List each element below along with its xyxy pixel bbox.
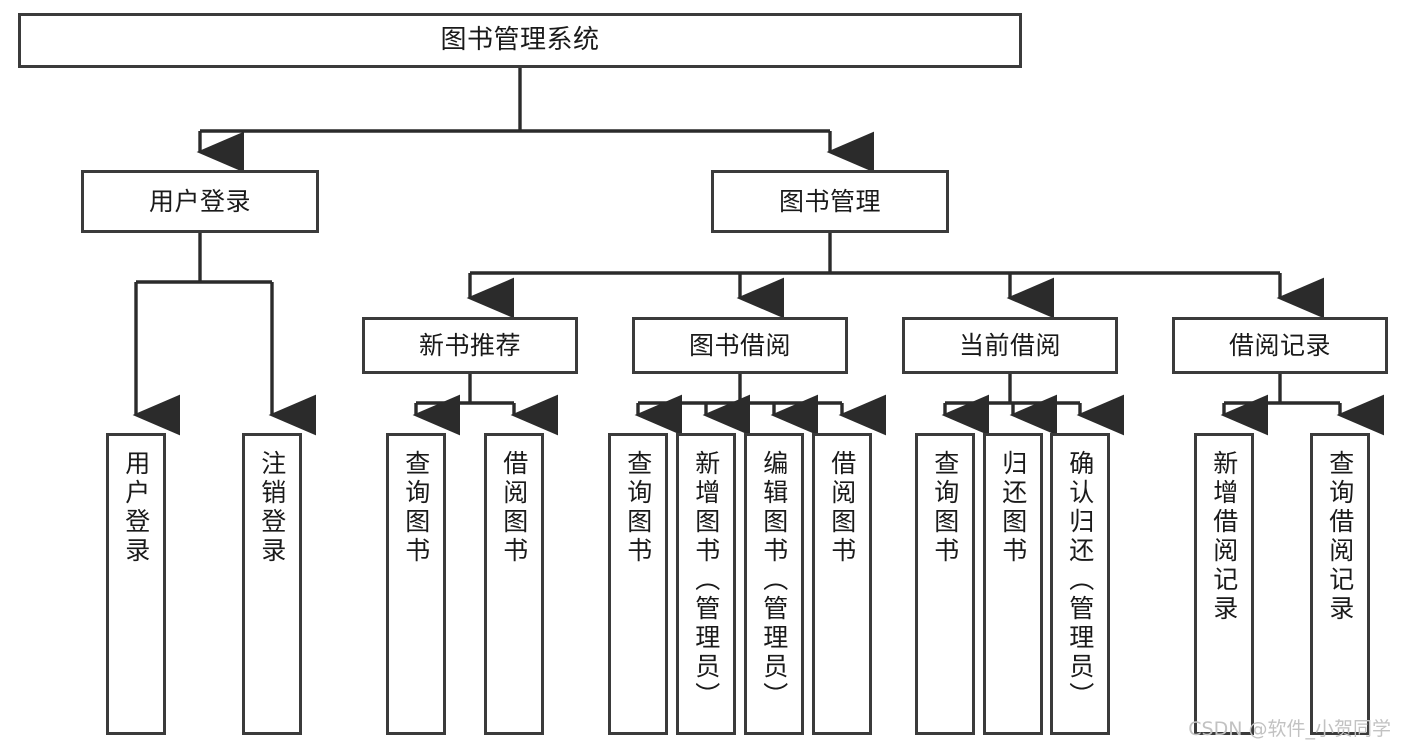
node-new-book-recommend[interactable]: 新书推荐 [362, 317, 578, 374]
leaf-recommend-query-book[interactable]: 查询图书 [386, 433, 446, 735]
csdn-watermark: CSDN @软件_小贺同学 [1188, 718, 1391, 740]
node-current-borrow-label: 当前借阅 [958, 330, 1061, 360]
leaf-current-confirm-return[interactable]: 确认归还（管理员） [1050, 433, 1110, 735]
node-root-label: 图书管理系统 [440, 25, 600, 56]
leaf-record-add-record[interactable]: 新增借阅记录 [1194, 433, 1254, 735]
leaf-current-return-book[interactable]: 归还图书 [983, 433, 1043, 735]
leaf-user-login-signin[interactable]: 用户登录 [106, 433, 166, 735]
leaf-recommend-borrow-book[interactable]: 借阅图书 [484, 433, 544, 735]
node-current-borrow[interactable]: 当前借阅 [902, 317, 1118, 374]
leaf-record-add-record-label: 新增借阅记录 [1209, 450, 1239, 624]
leaf-borrow-edit-book[interactable]: 编辑图书（管理员） [744, 433, 804, 735]
leaf-current-query-book-label: 查询图书 [930, 450, 960, 566]
node-new-book-recommend-label: 新书推荐 [418, 330, 521, 360]
leaf-recommend-borrow-book-label: 借阅图书 [499, 450, 529, 566]
leaf-current-confirm-return-label: 确认归还（管理员） [1065, 450, 1095, 711]
leaf-borrow-borrow-book-label: 借阅图书 [827, 450, 857, 566]
leaf-borrow-add-book-label: 新增图书（管理员） [691, 450, 721, 711]
leaf-record-query-record[interactable]: 查询借阅记录 [1310, 433, 1370, 735]
leaf-user-login-signin-label: 用户登录 [121, 450, 151, 566]
leaf-record-query-record-label: 查询借阅记录 [1325, 450, 1355, 624]
leaf-user-login-signout-label: 注销登录 [257, 450, 287, 566]
leaf-borrow-edit-book-label: 编辑图书（管理员） [759, 450, 789, 711]
node-book-borrow-label: 图书借阅 [688, 330, 791, 360]
leaf-borrow-query-book-label: 查询图书 [623, 450, 653, 566]
leaf-current-return-book-label: 归还图书 [998, 450, 1028, 566]
leaf-borrow-query-book[interactable]: 查询图书 [608, 433, 668, 735]
node-book-management[interactable]: 图书管理 [711, 170, 949, 233]
leaf-user-login-signout[interactable]: 注销登录 [242, 433, 302, 735]
node-book-borrow[interactable]: 图书借阅 [632, 317, 848, 374]
node-user-login[interactable]: 用户登录 [81, 170, 319, 233]
leaf-borrow-add-book[interactable]: 新增图书（管理员） [676, 433, 736, 735]
leaf-borrow-borrow-book[interactable]: 借阅图书 [812, 433, 872, 735]
node-root[interactable]: 图书管理系统 [18, 13, 1022, 68]
node-book-management-label: 图书管理 [778, 186, 881, 216]
node-borrow-record-label: 借阅记录 [1228, 330, 1331, 360]
leaf-current-query-book[interactable]: 查询图书 [915, 433, 975, 735]
leaf-recommend-query-book-label: 查询图书 [401, 450, 431, 566]
node-user-login-label: 用户登录 [148, 186, 251, 216]
node-borrow-record[interactable]: 借阅记录 [1172, 317, 1388, 374]
